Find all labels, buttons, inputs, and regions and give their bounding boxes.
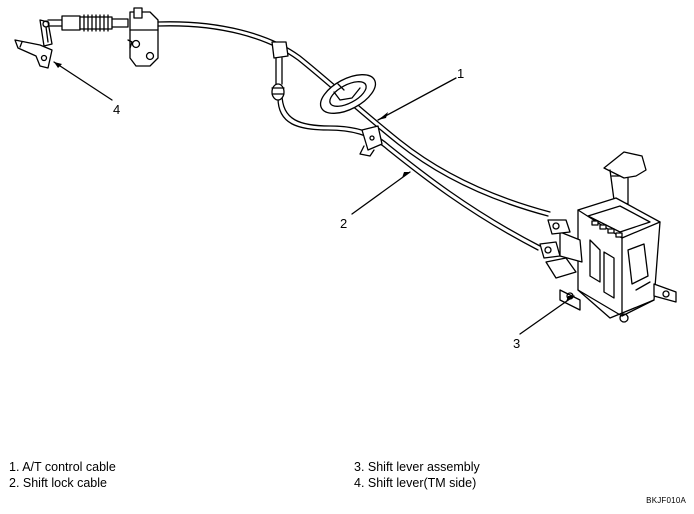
legend-right: 3. Shift lever assembly 4. Shift lever(T… — [354, 459, 480, 491]
shift-lock-cable — [281, 93, 541, 247]
cable-end-rod — [47, 14, 129, 32]
callout-4: 4 — [113, 102, 121, 117]
arrowhead-1 — [378, 112, 388, 120]
leader-line-2 — [351, 171, 411, 215]
legend-item-2: 2. Shift lock cable — [9, 476, 107, 490]
tm-cable-bracket — [127, 7, 159, 67]
leader-line-3 — [519, 295, 575, 335]
legend-left: 1. A/T control cable 2. Shift lock cable — [9, 459, 116, 491]
arrowhead-3 — [566, 296, 574, 302]
at-control-cable — [157, 21, 551, 213]
legend-item-4: 4. Shift lever(TM side) — [354, 476, 477, 490]
floor-grommet — [319, 74, 377, 114]
arrowhead-4 — [54, 62, 62, 68]
cable-bracket-mid — [359, 125, 383, 157]
figure-code: BKJF010A — [646, 496, 686, 505]
cable-clip-upper — [271, 41, 289, 101]
callout-1: 1 — [457, 66, 465, 81]
legend-item-3: 3. Shift lever assembly — [354, 460, 480, 474]
tm-side-lever — [14, 19, 53, 69]
leader-line-4 — [53, 61, 113, 101]
callout-3: 3 — [513, 336, 521, 351]
leader-line-1 — [377, 77, 457, 121]
leader-lines — [53, 61, 575, 335]
shift-lever-assembly-drawing — [539, 151, 677, 323]
callout-2: 2 — [340, 216, 348, 231]
legend-item-1: 1. A/T control cable — [9, 460, 116, 474]
arrowhead-2 — [402, 172, 410, 178]
